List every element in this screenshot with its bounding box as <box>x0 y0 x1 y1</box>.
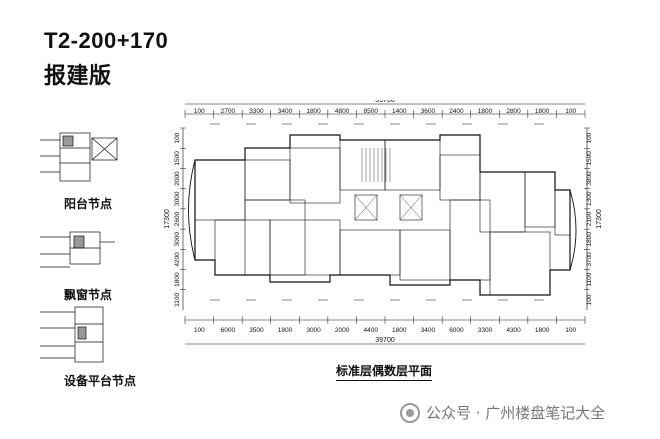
left-dim-label: 1800 <box>174 272 181 287</box>
balcony-node-label: 阳台节点 <box>64 197 113 211</box>
left-dim-label: 3000 <box>174 232 181 247</box>
right-dim-label: 100 <box>586 294 593 305</box>
top-total-dim-label: 39700 <box>375 100 395 104</box>
left-dim-label: 2000 <box>174 171 181 186</box>
balcony-node-drawing <box>40 132 118 182</box>
plan-room <box>524 171 556 228</box>
bottom-dim-label: 100 <box>194 327 205 334</box>
bay-window-node-drawing <box>40 231 115 268</box>
top-dim-label: 100 <box>565 108 576 115</box>
wechat-account-icon <box>400 402 420 423</box>
left-dim-label: 4200 <box>174 252 181 267</box>
plan-caption: 标准层偶数层平面 <box>336 362 433 381</box>
bottom-dim-label: 6000 <box>449 327 464 334</box>
right-dim-label: 1500 <box>586 151 593 166</box>
left-dim-label: 3000 <box>174 191 181 206</box>
plan-room <box>214 219 271 276</box>
top-dim-label: 3400 <box>278 108 293 115</box>
plan-room <box>384 139 441 191</box>
plan-room <box>244 199 306 276</box>
plan-room <box>479 171 526 233</box>
bottom-dim-label: 3300 <box>478 327 493 334</box>
bottom-dim-label: 4400 <box>363 327 378 334</box>
left-dim-label: 2600 <box>174 211 181 226</box>
equipment-platform-node-drawing <box>40 306 104 363</box>
plan-code-title: T2-200+170 <box>44 28 169 53</box>
building-outline <box>194 134 571 296</box>
top-dim-label: 8500 <box>363 108 378 115</box>
plan-room <box>289 147 341 204</box>
left-dim-label: 1500 <box>174 151 181 166</box>
bottom-dim-label: 1800 <box>535 327 550 334</box>
right-dim-label: 2100 <box>586 211 593 226</box>
top-dim-label: 1800 <box>306 108 321 115</box>
bottom-dim-label: 1800 <box>392 327 407 334</box>
plan-room <box>554 189 571 236</box>
bottom-dim-label: 1800 <box>278 327 293 334</box>
elevator-cross <box>354 194 378 221</box>
plan-room <box>244 159 291 201</box>
right-dim-label: 1800 <box>586 232 593 247</box>
left-dim-label: 100 <box>174 132 181 143</box>
plan-room <box>339 139 386 191</box>
watermark-text: 公众号 · 广州楼盘笔记大全 <box>426 404 606 422</box>
elevator-shaft <box>399 194 423 221</box>
equipment-platform-node-label: 设备平台节点 <box>64 374 137 388</box>
bottom-total-dim-label: 39700 <box>375 337 395 344</box>
right-dim-label: 3700 <box>586 252 593 267</box>
plan-room <box>194 159 246 221</box>
top-dim-label: 2400 <box>449 108 464 115</box>
floor-plan: 39700 100 2700 3300 3400 1800 4800 8500 1400 3600… <box>164 100 603 345</box>
elevator-cross <box>399 194 423 221</box>
bottom-dim-label: 2000 <box>335 327 350 334</box>
top-dim-label: 1400 <box>392 108 407 115</box>
bottom-dim-label: 3000 <box>306 327 321 334</box>
left-dim-label: 1100 <box>174 293 181 307</box>
top-dim-label: 3600 <box>421 108 436 115</box>
right-dim-label: 1100 <box>586 272 593 286</box>
top-dim-label: 4800 <box>335 108 350 115</box>
east-balcony-curve <box>569 189 577 271</box>
watermark: 公众号 · 广州楼盘笔记大全 <box>400 402 605 423</box>
bottom-dim-label: 6000 <box>221 327 236 334</box>
plan-version-title: 报建版 <box>44 64 112 89</box>
top-dim-label: 3300 <box>249 108 264 115</box>
bottom-dim-label: 100 <box>565 327 576 334</box>
elevator-shaft <box>354 194 378 221</box>
top-dim-label: 1800 <box>535 108 550 115</box>
top-dim-label: 1800 <box>478 108 493 115</box>
plan-room <box>339 229 401 276</box>
west-balcony-curve <box>188 159 196 261</box>
top-dim-label: 2800 <box>506 108 521 115</box>
bay-window-node-label: 飘窗节点 <box>64 288 113 302</box>
bottom-dim-label: 3400 <box>421 327 436 334</box>
right-total-dim-label: 17300 <box>596 209 603 229</box>
plan-room <box>449 199 491 281</box>
plan-room <box>489 231 551 296</box>
plan-room <box>439 154 481 201</box>
bottom-dim-label: 4300 <box>506 327 521 334</box>
plan-room <box>399 229 451 281</box>
bottom-dim-label: 3500 <box>249 327 264 334</box>
left-total-dim-label: 17300 <box>164 209 171 229</box>
right-dim-label: 3800 <box>586 171 593 186</box>
right-dim-label: 1300 <box>586 191 593 206</box>
right-dim-label: 100 <box>586 132 593 143</box>
top-dim-label: 2700 <box>221 108 236 115</box>
top-dim-label: 100 <box>194 108 205 115</box>
